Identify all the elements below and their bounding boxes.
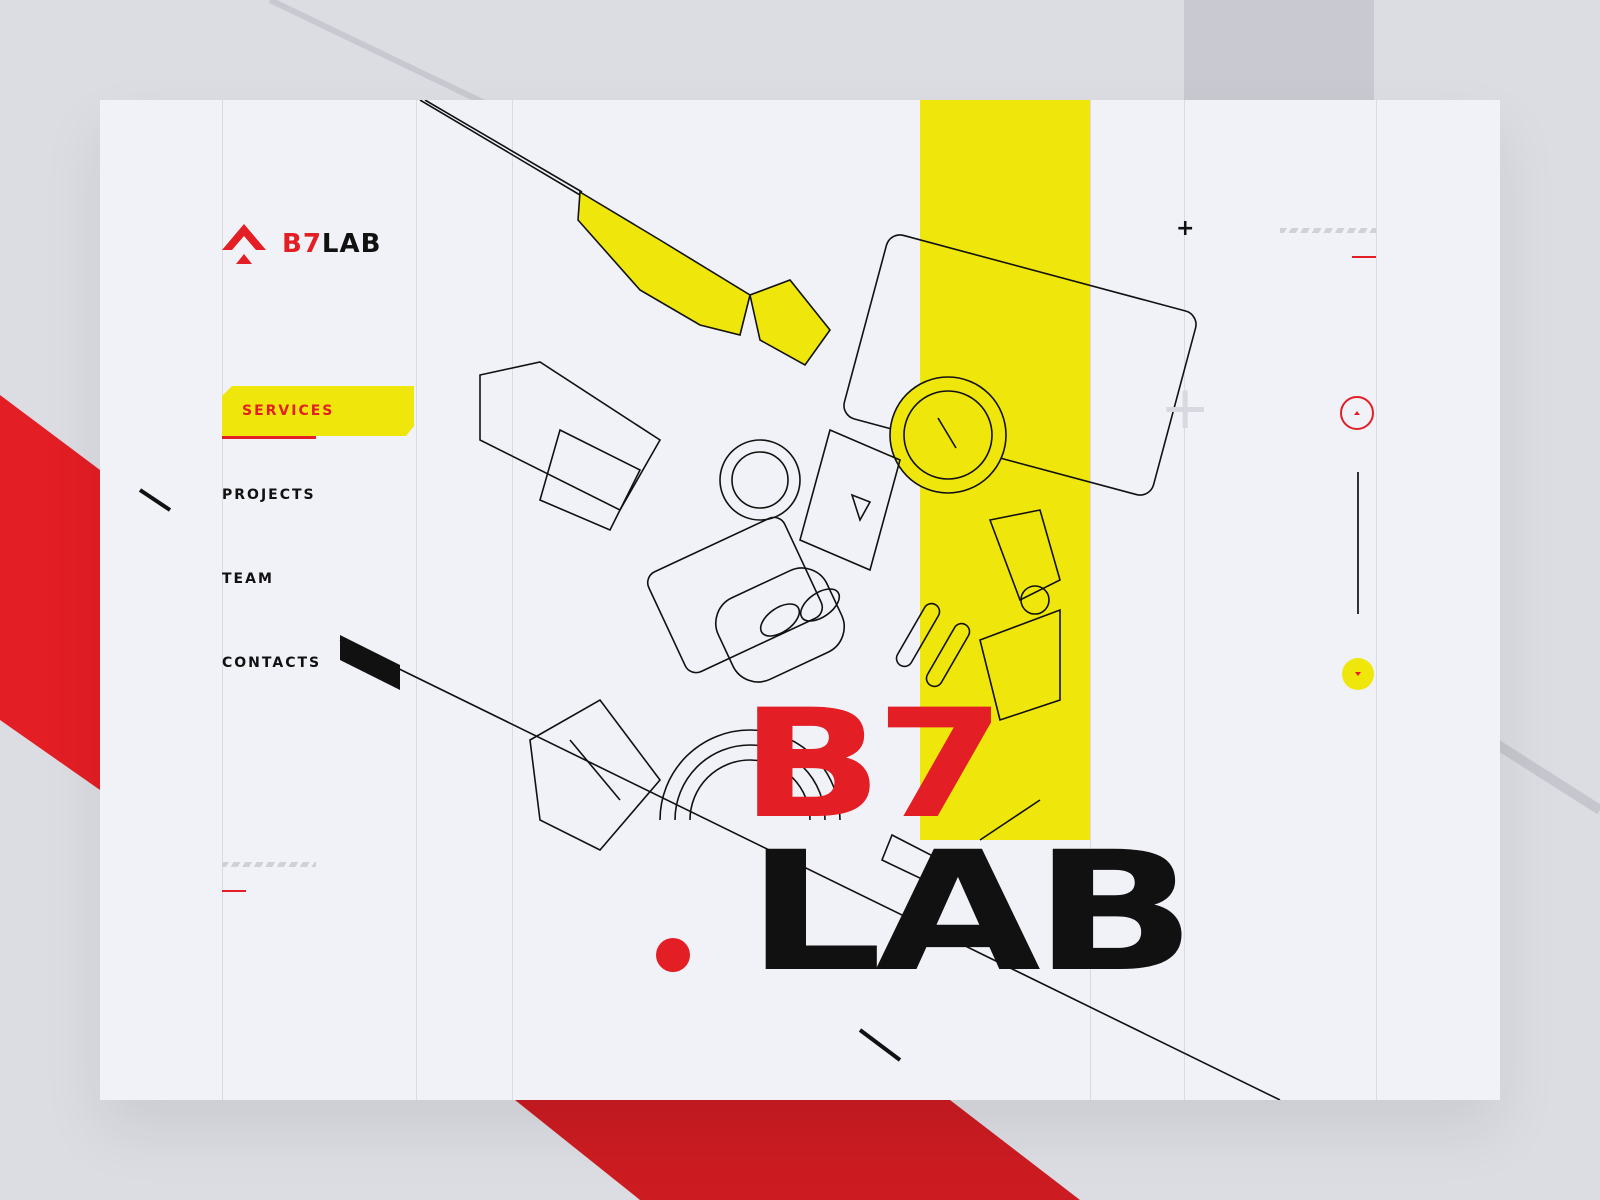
- red-tick-decoration: [1352, 256, 1376, 258]
- plus-large-icon: +: [1160, 373, 1211, 443]
- plus-icon: +: [1176, 216, 1195, 241]
- nav-item-projects[interactable]: PROJECTS: [222, 487, 316, 503]
- chevron-down-icon: [1355, 672, 1361, 676]
- nav-item-services[interactable]: SERVICES: [222, 386, 414, 436]
- grid-line: [416, 100, 417, 1100]
- scroll-up-button[interactable]: [1340, 396, 1374, 430]
- logo-wordmark: B7LAB: [282, 229, 381, 259]
- grid-line: [1090, 100, 1091, 1100]
- grid-line: [1184, 100, 1185, 1100]
- logo-main-text: LAB: [321, 229, 382, 259]
- red-tick-decoration: [222, 890, 246, 892]
- brand-logo[interactable]: B7LAB: [222, 222, 381, 266]
- hatch-decoration: [222, 862, 316, 867]
- hero-title-b7: B7: [740, 678, 1006, 852]
- robot-illustration: [138, 100, 1281, 1100]
- hatch-decoration: [1280, 228, 1376, 233]
- chevron-up-icon: [1354, 411, 1360, 415]
- grid-line: [512, 100, 513, 1100]
- hero-dot: [656, 938, 690, 972]
- main-navigation: SERVICES PROJECTS TEAM CONTACTS: [222, 386, 414, 722]
- nav-item-contacts[interactable]: CONTACTS: [222, 655, 322, 671]
- scroll-track: [1357, 472, 1359, 614]
- hero-title-lab: LAB: [746, 816, 1197, 1008]
- hero-card: B7LAB SERVICES PROJECTS TEAM CONTACTS + …: [100, 100, 1500, 1100]
- grid-line: [1376, 100, 1377, 1100]
- grid-line: [222, 100, 223, 1100]
- logo-accent-text: B7: [282, 229, 322, 259]
- scroll-down-button[interactable]: [1342, 658, 1374, 690]
- active-nav-indicator: [222, 436, 316, 439]
- logo-icon: [222, 224, 266, 264]
- nav-item-team[interactable]: TEAM: [222, 571, 274, 587]
